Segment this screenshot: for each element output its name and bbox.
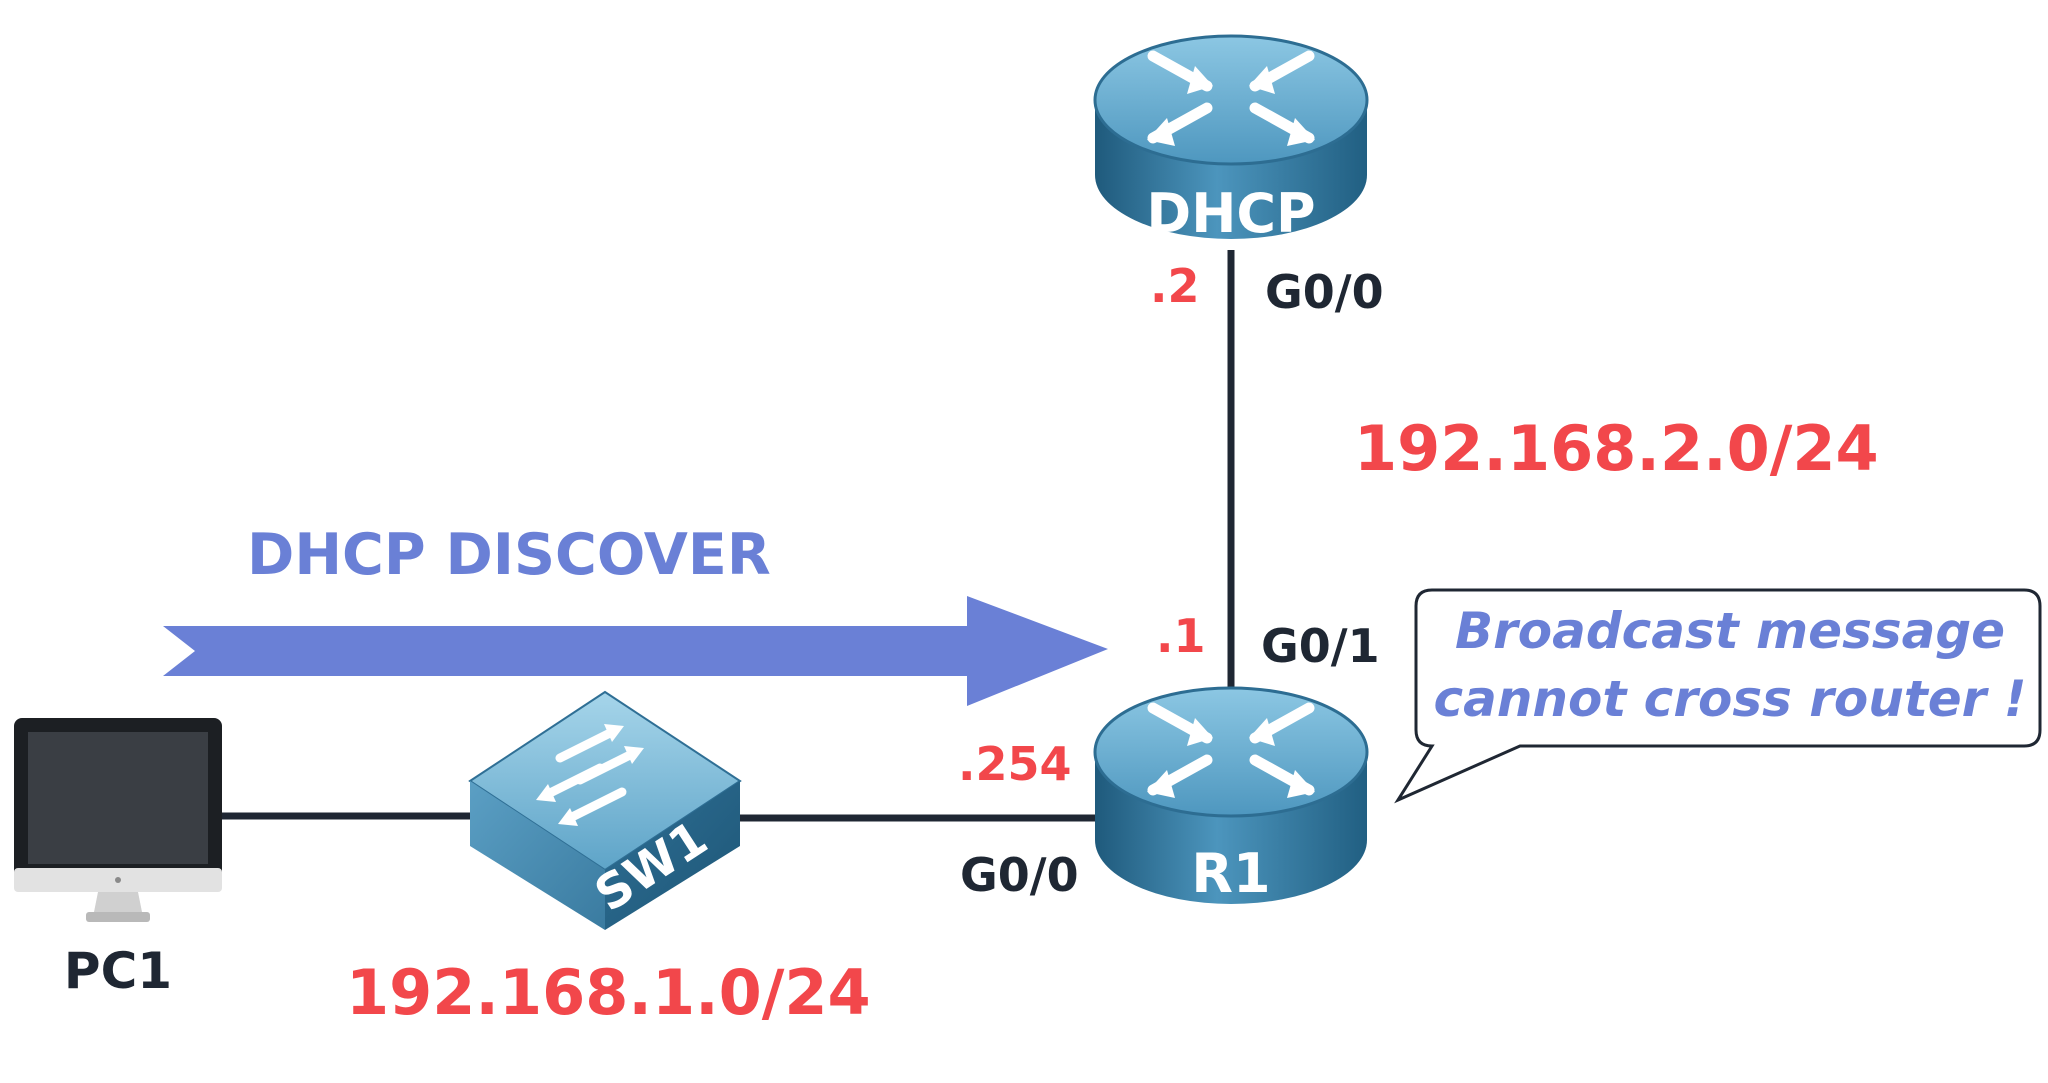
address-r1-g0-1-host: .1: [1156, 609, 1205, 663]
pc1: PC1: [14, 718, 222, 1000]
switch-icon: [468, 690, 742, 930]
interface-dhcp-g0-0: G0/0: [1265, 265, 1384, 319]
pc1-label: PC1: [64, 942, 172, 1000]
interface-r1-g0-1: G0/1: [1261, 619, 1380, 673]
links: [220, 250, 1235, 822]
callout-line-2: cannot cross router !: [1433, 670, 2026, 728]
dhcp-discover-label: DHCP DISCOVER: [247, 522, 771, 588]
subnet-bottom: 192.168.1.0/24: [346, 956, 871, 1029]
sw1-switch: SW1: [468, 690, 742, 930]
subnet-top: 192.168.2.0/24: [1354, 412, 1879, 485]
router-icon: [1093, 686, 1369, 904]
callout-bubble: Broadcast message cannot cross router !: [1394, 588, 2042, 804]
arrow-right-icon: [163, 596, 1108, 706]
router-icon: [1093, 34, 1369, 239]
speech-bubble-icon: [1394, 588, 2042, 804]
address-dhcp-host: .2: [1150, 259, 1199, 313]
r1-router: R1: [1093, 686, 1369, 905]
r1-label: R1: [1191, 842, 1270, 905]
callout-line-1: Broadcast message: [1455, 602, 2005, 660]
desktop-computer-icon: [14, 718, 222, 922]
dhcp-router: DHCP: [1093, 34, 1369, 245]
dhcp-discover-arrow: DHCP DISCOVER: [163, 522, 1108, 706]
interface-r1-g0-0: G0/0: [960, 848, 1079, 902]
address-r1-g0-0-host: .254: [958, 737, 1072, 791]
dhcp-router-label: DHCP: [1146, 182, 1315, 245]
